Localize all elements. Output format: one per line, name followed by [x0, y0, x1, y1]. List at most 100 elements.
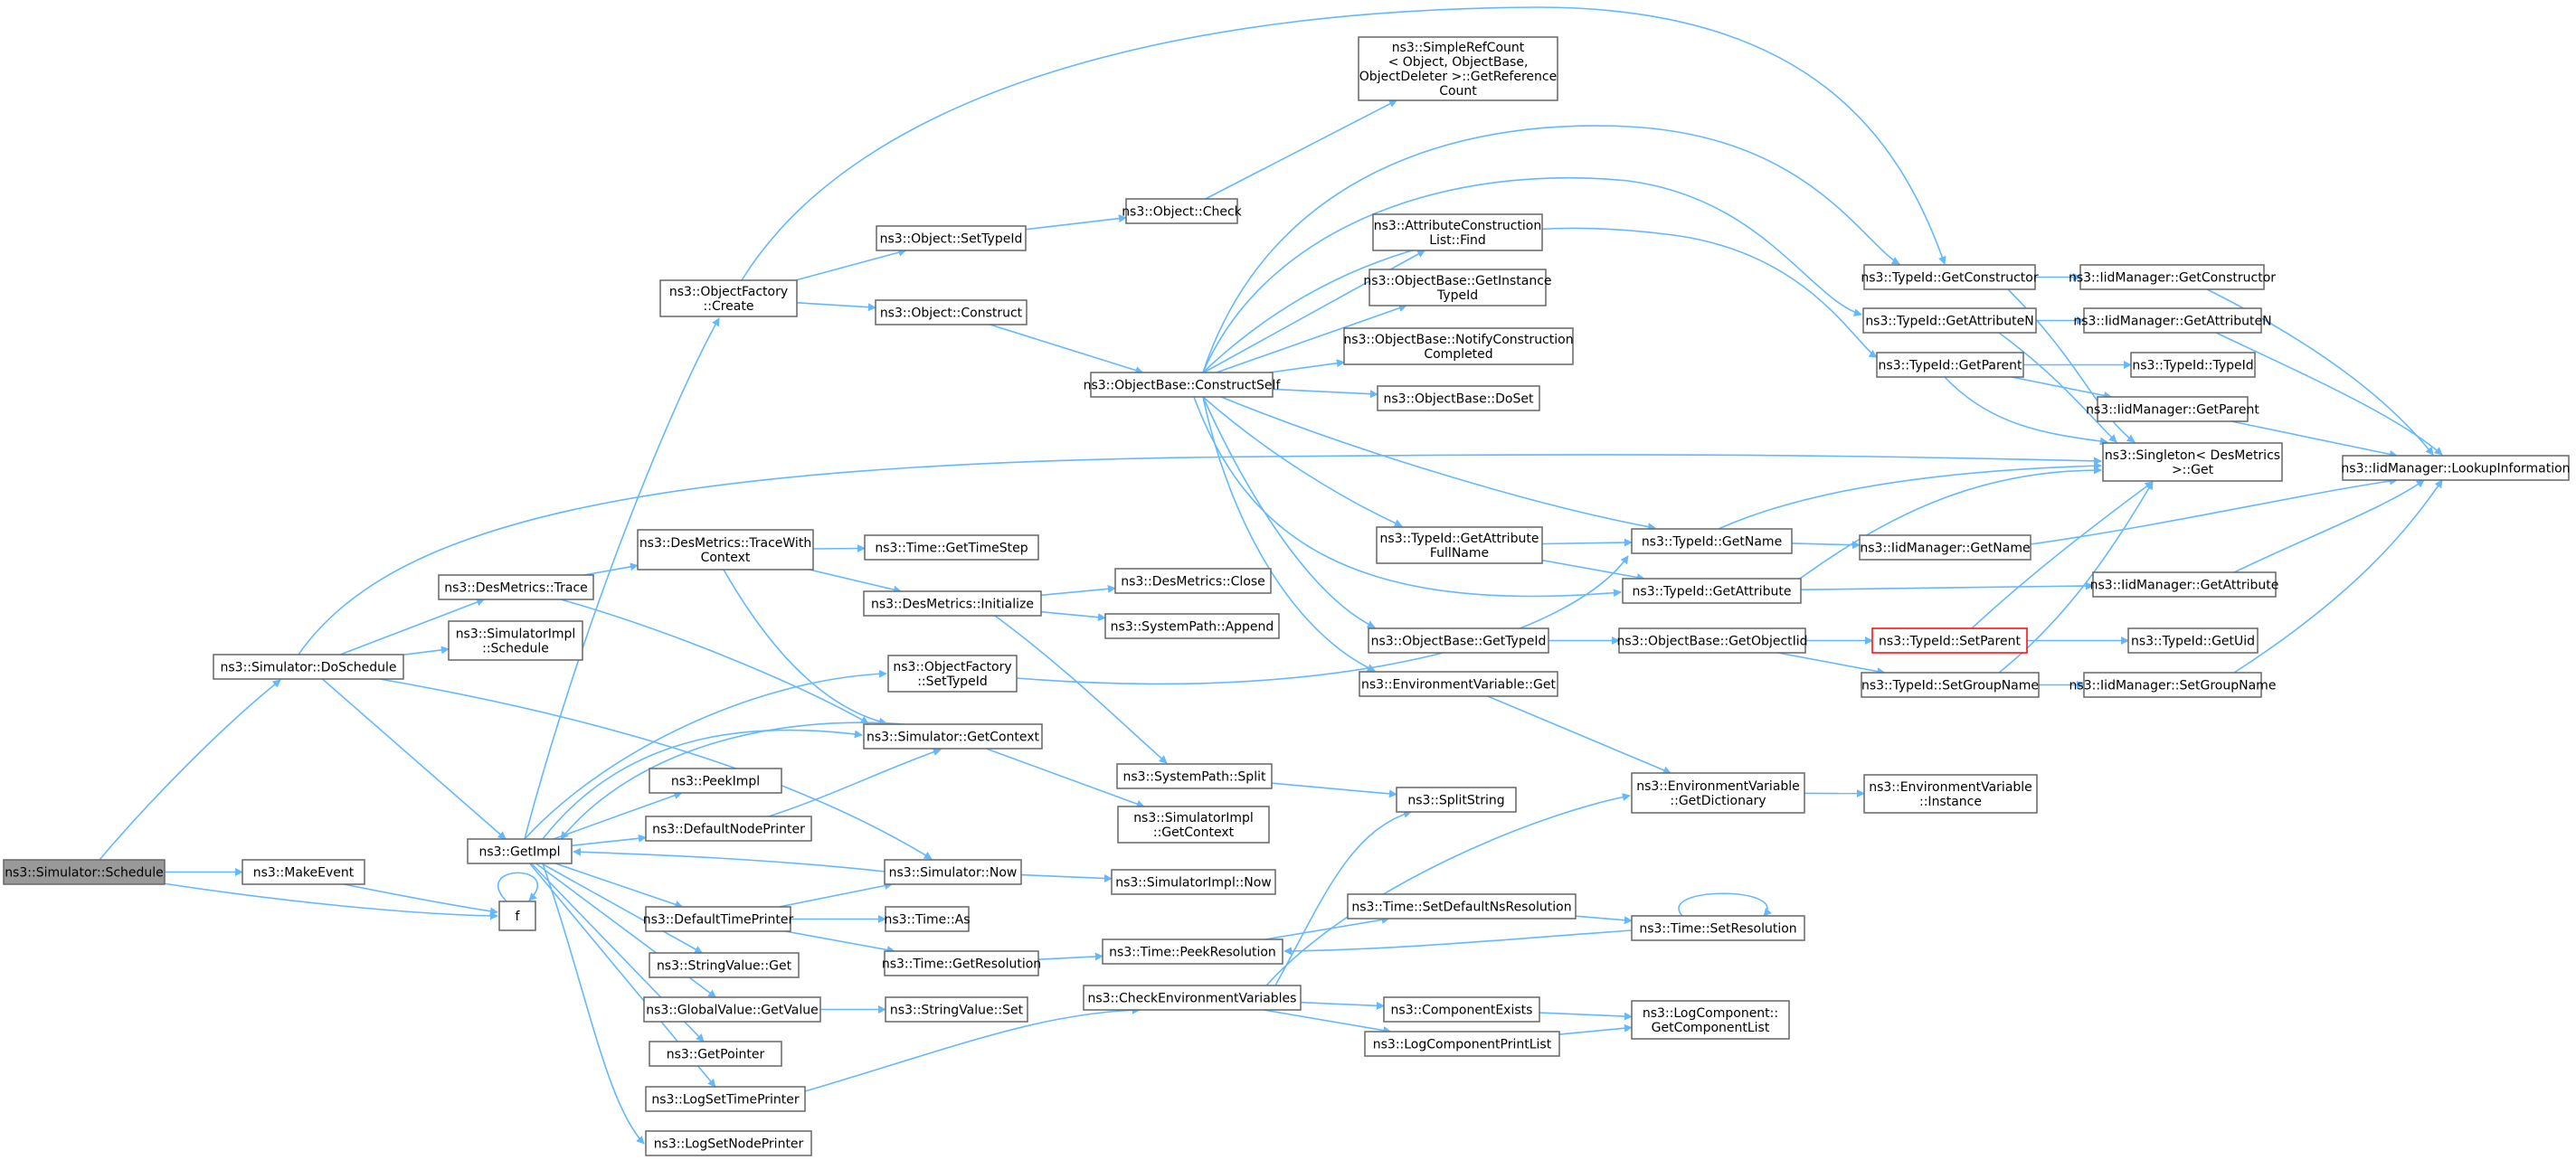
- node-label: f: [516, 910, 521, 924]
- node-defaultnodeprinter[interactable]: ns3::DefaultNodePrinter: [645, 816, 812, 842]
- node-tigetuid[interactable]: ns3::TypeId::GetUid: [2127, 627, 2259, 654]
- node-simimplnow[interactable]: ns3::SimulatorImpl::Now: [1111, 869, 1276, 895]
- node-logsettimeprinter[interactable]: ns3::LogSetTimePrinter: [645, 1086, 806, 1112]
- node-timepeekresolution[interactable]: ns3::Time::PeekResolution: [1102, 938, 1283, 965]
- node-f[interactable]: f: [498, 901, 536, 931]
- node-label: ns3::DesMetrics::Trace: [444, 581, 588, 596]
- node-peekimpl[interactable]: ns3::PeekImpl: [649, 768, 782, 794]
- node-simplerefcount[interactable]: ns3::SimpleRefCount< Object, ObjectBase,…: [1358, 36, 1558, 101]
- node-objcheck[interactable]: ns3::Object::Check: [1122, 198, 1243, 224]
- node-tigetattributen[interactable]: ns3::TypeId::GetAttributeN: [1862, 307, 2037, 334]
- node-dmclose[interactable]: ns3::DesMetrics::Close: [1114, 568, 1272, 594]
- node-stringvalueset[interactable]: ns3::StringValue::Set: [885, 996, 1028, 1023]
- node-label: ns3::LogComponentPrintList: [1373, 1038, 1552, 1052]
- node-iidlookup[interactable]: ns3::IidManager::LookupInformation: [2341, 455, 2571, 481]
- node-box: [1347, 893, 1577, 920]
- edge-tigetattribute-to-singletonget: [1799, 466, 2102, 580]
- node-logcompprintlist[interactable]: ns3::LogComponentPrintList: [1364, 1031, 1560, 1057]
- node-titypeid[interactable]: ns3::TypeId::TypeId: [2130, 352, 2256, 378]
- node-singletonget[interactable]: ns3::Singleton< DesMetrics>::Get: [2102, 442, 2283, 482]
- node-iidgetconstructor[interactable]: ns3::IidManager::GetConstructor: [2069, 264, 2276, 290]
- node-schedule[interactable]: ns3::Simulator::Schedule: [3, 859, 166, 885]
- edge-logcompprintlist-to-logcompgetlist: [1558, 1023, 1633, 1035]
- node-label: ns3::IidManager::GetConstructor: [2069, 271, 2276, 286]
- node-obconstructself[interactable]: ns3::ObjectBase::ConstructSelf: [1084, 372, 1282, 398]
- node-logsetnodeprinter[interactable]: ns3::LogSetNodePrinter: [645, 1130, 812, 1156]
- node-ofsettypeid[interactable]: ns3::ObjectFactory::SetTypeId: [887, 655, 1018, 693]
- node-box: [1343, 327, 1574, 365]
- edge-getimpl-to-ofsettypeid: [524, 669, 887, 840]
- node-iidgetname[interactable]: ns3::IidManager::GetName: [1859, 534, 2031, 561]
- edge-objsettypeid-to-objcheck: [1025, 214, 1127, 231]
- node-obdoset[interactable]: ns3::ObjectBase::DoSet: [1377, 385, 1540, 411]
- node-iidsetgroupname[interactable]: ns3::IidManager::SetGroupName: [2069, 672, 2277, 698]
- node-timesetresolution[interactable]: ns3::Time::SetResolution: [1631, 915, 1805, 941]
- node-box: [649, 1041, 782, 1067]
- node-obgettypeid[interactable]: ns3::ObjectBase::GetTypeId: [1368, 627, 1549, 654]
- edge-simnow-to-simimplnow: [1020, 873, 1113, 882]
- node-dminit[interactable]: ns3::DesMetrics::Initialize: [863, 590, 1042, 617]
- node-stringvalueget[interactable]: ns3::StringValue::Get: [649, 952, 800, 978]
- node-timesetdefaultns[interactable]: ns3::Time::SetDefaultNsResolution: [1347, 893, 1577, 920]
- edge-tigetparent-to-singletonget: [1944, 376, 2108, 446]
- node-envinstance[interactable]: ns3::EnvironmentVariable::Instance: [1863, 774, 2038, 814]
- node-simimplgetcontext[interactable]: ns3::SimulatorImpl::GetContext: [1117, 806, 1270, 844]
- node-simnow[interactable]: ns3::Simulator::Now: [884, 859, 1022, 885]
- node-box: [649, 952, 800, 978]
- node-iidgetparent[interactable]: ns3::IidManager::GetParent: [2086, 396, 2259, 422]
- node-splitstring[interactable]: ns3::SplitString: [1396, 787, 1517, 813]
- node-label: ns3::IidManager::GetName: [1860, 542, 2030, 556]
- node-iidgetattribute[interactable]: ns3::IidManager::GetAttribute: [2090, 571, 2279, 598]
- node-tigetparent[interactable]: ns3::TypeId::GetParent: [1876, 352, 2024, 378]
- node-getpointer[interactable]: ns3::GetPointer: [649, 1041, 782, 1067]
- node-simgetcontext[interactable]: ns3::Simulator::GetContext: [863, 723, 1043, 750]
- edge-iidgetparent-to-iidlookup: [2230, 420, 2398, 458]
- node-obgetobjectiid[interactable]: ns3::ObjectBase::GetObjectIid: [1616, 627, 1808, 654]
- node-timegettimestep[interactable]: ns3::Time::GetTimeStep: [864, 534, 1039, 561]
- node-tisetgroupname[interactable]: ns3::TypeId::SetGroupName: [1861, 672, 2040, 698]
- node-box: [1111, 869, 1276, 895]
- node-label: ns3::TypeId::GetConstructor: [1861, 271, 2038, 286]
- node-box: [2097, 396, 2249, 422]
- node-componentexists[interactable]: ns3::ComponentExists: [1383, 996, 1540, 1023]
- node-dmtrace[interactable]: ns3::DesMetrics::Trace: [438, 574, 594, 600]
- node-objsettypeid[interactable]: ns3::Object::SetTypeId: [876, 225, 1027, 251]
- node-getimpl[interactable]: ns3::GetImpl: [467, 838, 573, 864]
- node-iidgetattributen[interactable]: ns3::IidManager::GetAttributeN: [2073, 307, 2272, 334]
- node-tigetname[interactable]: ns3::TypeId::GetName: [1631, 528, 1793, 554]
- node-makeevent[interactable]: ns3::MakeEvent: [242, 859, 365, 885]
- node-label: ns3::Simulator::Now: [889, 866, 1018, 881]
- node-label: ns3::Singleton< DesMetrics: [2105, 448, 2280, 463]
- node-timegetresolution[interactable]: ns3::Time::GetResolution: [882, 950, 1041, 976]
- node-box: [1631, 915, 1805, 941]
- node-objconstruct[interactable]: ns3::Object::Construct: [875, 299, 1028, 325]
- node-box: [1861, 672, 2040, 698]
- node-simimplschedule[interactable]: ns3::SimulatorImpl::Schedule: [448, 620, 583, 661]
- node-timeas[interactable]: ns3::Time::As: [884, 906, 971, 932]
- node-box: [1125, 198, 1238, 224]
- node-tisetparent[interactable]: ns3::TypeId::SetParent: [1871, 627, 2028, 654]
- edge-obconstructself-to-obnotify: [1269, 359, 1345, 373]
- node-box: [884, 950, 1039, 976]
- node-envgetdict[interactable]: ns3::EnvironmentVariable::GetDictionary: [1631, 772, 1805, 814]
- node-checkenvvars[interactable]: ns3::CheckEnvironmentVariables: [1083, 985, 1302, 1011]
- node-box: [1859, 534, 2031, 561]
- node-spsplit[interactable]: ns3::SystemPath::Split: [1116, 763, 1273, 789]
- node-tigetattribute[interactable]: ns3::TypeId::GetAttribute: [1622, 578, 1802, 604]
- node-doschedule[interactable]: ns3::Simulator::DoSchedule: [213, 654, 404, 680]
- node-globalvaluegetvalue[interactable]: ns3::GlobalValue::GetValue: [643, 996, 821, 1023]
- node-tigetconstructor[interactable]: ns3::TypeId::GetConstructor: [1861, 264, 2039, 290]
- node-label: ns3::LogComponent::: [1643, 1006, 1778, 1021]
- node-logcompgetlist[interactable]: ns3::LogComponent::GetComponentList: [1631, 1000, 1790, 1040]
- node-envget[interactable]: ns3::EnvironmentVariable::Get: [1359, 671, 1558, 697]
- node-label: ns3::SplitString: [1407, 794, 1504, 808]
- node-obnotify[interactable]: ns3::ObjectBase::NotifyConstructionCompl…: [1343, 327, 1574, 365]
- node-ofcreate[interactable]: ns3::ObjectFactory::Create: [659, 279, 798, 317]
- node-spappend[interactable]: ns3::SystemPath::Append: [1104, 613, 1280, 639]
- node-defaulttimeprinter[interactable]: ns3::DefaultTimePrinter: [643, 906, 794, 932]
